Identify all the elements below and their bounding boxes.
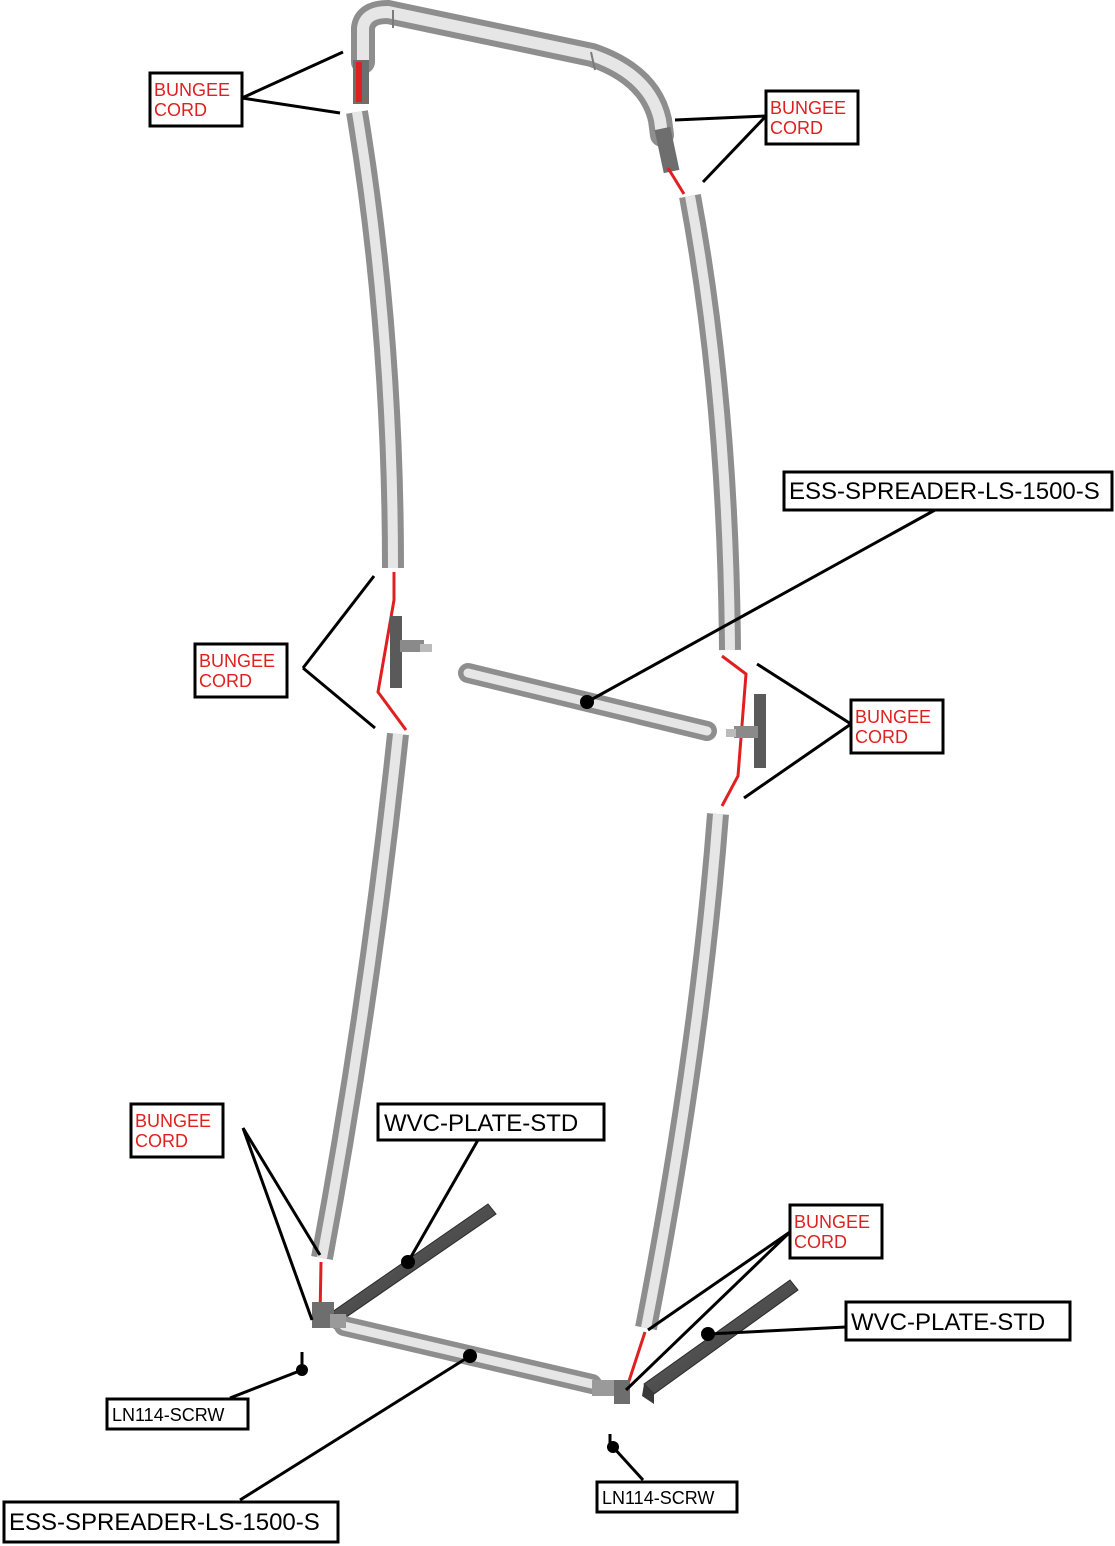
callout-bungee-bottom-right: BUNGEE CORD: [788, 1203, 884, 1260]
bottom-right-bungee: [626, 1331, 647, 1385]
callout-screw-right: LN114-SCRW: [595, 1480, 739, 1514]
svg-text:BUNGEE: BUNGEE: [199, 651, 275, 671]
left-base-plate: [330, 1203, 497, 1334]
svg-text:ESS-SPREADER-LS-1500-S: ESS-SPREADER-LS-1500-S: [9, 1509, 320, 1536]
top-left-joint: [353, 60, 369, 104]
svg-text:LN114-SCRW: LN114-SCRW: [112, 1405, 224, 1425]
svg-text:WVC-PLATE-STD: WVC-PLATE-STD: [851, 1309, 1045, 1336]
svg-text:BUNGEE: BUNGEE: [855, 707, 931, 727]
svg-text:WVC-PLATE-STD: WVC-PLATE-STD: [384, 1110, 578, 1137]
callout-bungee-top-right: BUNGEE CORD: [764, 89, 860, 146]
lower-left-upright: [311, 732, 409, 1261]
top-right-joint: [654, 126, 686, 195]
callout-bungee-middle-left: BUNGEE CORD: [193, 642, 289, 699]
svg-text:ESS-SPREADER-LS-1500-S: ESS-SPREADER-LS-1500-S: [789, 478, 1100, 505]
svg-text:CORD: CORD: [855, 727, 908, 747]
bottom-left-connector: [312, 1302, 346, 1328]
callout-bungee-top-left: BUNGEE CORD: [148, 71, 244, 128]
middle-right-connector: [720, 654, 766, 807]
svg-text:LN114-SCRW: LN114-SCRW: [602, 1488, 714, 1508]
svg-text:CORD: CORD: [135, 1131, 188, 1151]
svg-text:CORD: CORD: [770, 118, 823, 138]
callout-screw-left: LN114-SCRW: [105, 1397, 250, 1431]
svg-text:CORD: CORD: [794, 1232, 847, 1252]
upper-left-upright: [346, 110, 404, 569]
svg-text:CORD: CORD: [199, 671, 252, 691]
bottom-right-connector: [592, 1380, 630, 1404]
callout-bungee-bottom-left: BUNGEE CORD: [129, 1102, 225, 1159]
svg-text:CORD: CORD: [154, 100, 207, 120]
svg-text:BUNGEE: BUNGEE: [794, 1212, 870, 1232]
top-arch-tube: [351, 0, 674, 147]
callout-plate-right: WVC-PLATE-STD: [844, 1300, 1072, 1342]
callout-plate-left: WVC-PLATE-STD: [376, 1102, 606, 1142]
svg-text:BUNGEE: BUNGEE: [770, 98, 846, 118]
svg-text:BUNGEE: BUNGEE: [154, 80, 230, 100]
middle-left-connector: [376, 572, 432, 731]
right-base-plate: [642, 1279, 799, 1404]
upper-right-upright: [679, 193, 741, 651]
svg-text:BUNGEE: BUNGEE: [135, 1111, 211, 1131]
leader-dots: [401, 695, 715, 1363]
leader-lines: [229, 50, 936, 1502]
callout-spreader-top: ESS-SPREADER-LS-1500-S: [782, 470, 1114, 512]
callout-spreader-bottom: ESS-SPREADER-LS-1500-S: [2, 1500, 340, 1544]
lower-right-upright: [635, 813, 729, 1331]
callout-bungee-middle-right: BUNGEE CORD: [849, 698, 945, 755]
